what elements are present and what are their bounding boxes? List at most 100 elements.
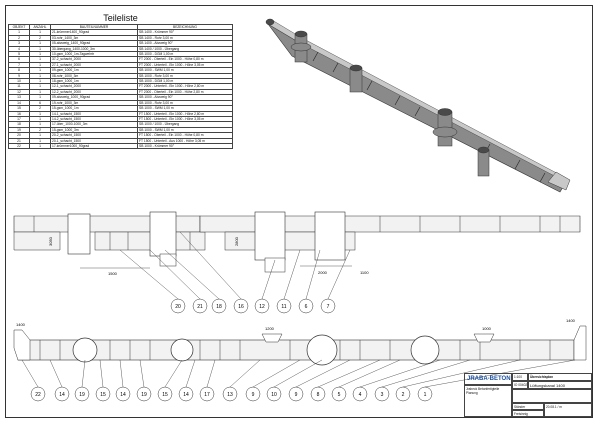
balloon-leader <box>283 249 301 300</box>
balloon-circle <box>288 386 304 402</box>
balloon-leader <box>402 359 521 388</box>
balloon-number: 11 <box>281 304 286 310</box>
iso-pipe-main-top <box>267 19 567 183</box>
balloon-number: 15 <box>162 392 168 398</box>
parts-list-table: OBJEKT ANZAHL BAUTEILNUMMER BEZEICHNUNG … <box>8 23 233 150</box>
item-balloon: 17 <box>199 359 216 402</box>
balloon-leader <box>164 359 183 388</box>
item-balloon: 12 <box>254 259 276 314</box>
balloon-circle <box>30 386 46 402</box>
balloon-leader <box>81 359 86 388</box>
balloon-circle <box>352 386 368 402</box>
item-balloon: 13 <box>222 359 261 402</box>
elevation-shaft-circle-1 <box>72 337 98 363</box>
elevation-dim-1400-left: 1400 <box>16 322 26 327</box>
item-balloon: 9 <box>288 359 351 402</box>
parts-cell-bezeichnung: FT 2000 - Unterteil - Ein 1000 - Höhe 2,… <box>137 83 233 90</box>
item-balloon: 3 <box>374 359 471 402</box>
balloon-number: 3 <box>381 392 384 398</box>
elevation-joints <box>39 340 551 360</box>
parts-list-title: Teileliste <box>103 13 138 23</box>
plan-left-joints <box>33 216 191 250</box>
balloon-number: 9 <box>252 392 255 398</box>
elevation-shaft-circle-3 <box>306 334 338 366</box>
balloon-circle <box>157 386 173 402</box>
item-balloon: 15 <box>157 359 183 402</box>
balloon-leader <box>252 359 301 388</box>
balloon-circle <box>395 386 411 402</box>
parts-cell-bezeichnung: FT 2000 - Unterteil - Ein 1000 - Höhe 3,… <box>137 61 233 69</box>
balloon-number: 17 <box>204 392 210 398</box>
iso-pipe-joints <box>312 51 546 183</box>
company-logo: JRABA-BETON <box>464 373 512 385</box>
balloon-circle <box>170 298 186 314</box>
parts-cell-bezeichnung: FT 1500 - Unterteil - Ein 1000 - Höhe 3,… <box>137 115 233 123</box>
drawing-date: 20.08.1 / m <box>544 403 592 417</box>
balloon-leader <box>305 249 321 300</box>
balloon-leader <box>229 359 261 388</box>
balloon-circle <box>298 298 314 314</box>
plan-right-shaft-1 <box>254 211 286 261</box>
balloon-leader <box>381 359 471 388</box>
balloon-number: 14 <box>120 392 126 398</box>
balloon-leader <box>273 359 323 388</box>
plan-right-pipe <box>199 215 581 233</box>
plan-left-shaft-1 <box>67 213 91 255</box>
balloon-number: 22 <box>35 392 41 398</box>
balloon-number: 18 <box>216 304 222 310</box>
item-balloon: 2 <box>395 359 521 402</box>
plan-right-dim-1100: 1100 <box>360 270 369 275</box>
item-balloon: 15 <box>95 359 111 402</box>
plan-left-shaft-base <box>159 253 177 267</box>
balloon-circle <box>417 386 433 402</box>
balloon-leader <box>338 359 401 388</box>
balloon-circle <box>374 386 390 402</box>
balloon-leader <box>206 359 216 388</box>
balloon-number: 6 <box>305 304 308 310</box>
balloon-circle <box>320 298 336 314</box>
company-name: JRABA-BETON <box>467 376 511 382</box>
item-balloon: 8 <box>310 359 381 402</box>
elevation-dim-1200: 1200 <box>265 326 275 331</box>
elevation-view: 1400 1400 1200 1000 <box>13 318 587 366</box>
item-balloon: 21 <box>149 249 208 314</box>
elevation-elbow-right <box>573 325 587 361</box>
plan-right-shaft-2 <box>314 211 346 261</box>
plan-view-right: 2000 2800 1100 <box>199 211 581 275</box>
balloon-circle <box>331 386 347 402</box>
title-block: JRABA-BETON Jrabeck Betonfertigteile Pla… <box>464 373 592 417</box>
parts-header-bezeichnung: BEZEICHNUNG <box>137 23 233 31</box>
elevation-elbow-left <box>13 329 31 361</box>
iso-shaft-2 <box>349 64 363 93</box>
item-balloon: 18 <box>164 249 227 314</box>
balloon-circle <box>54 386 70 402</box>
balloon-leader <box>179 231 242 300</box>
balloon-circle <box>310 386 326 402</box>
iso-shaft-1 <box>290 30 312 63</box>
parts-cell-bezeichnung: FT 2000 - Oberteil - Ein 1000 - Höhe 0,8… <box>137 56 233 63</box>
balloon-number: 19 <box>141 392 147 398</box>
balloon-leader <box>119 249 179 300</box>
balloon-leader <box>49 359 63 388</box>
balloon-circle <box>136 386 152 402</box>
plan-left-dim-3050: 3050 <box>48 236 53 246</box>
item-balloon: 19 <box>74 359 90 402</box>
balloon-leader <box>149 249 201 300</box>
item-balloon: 16 <box>179 231 249 314</box>
balloon-circle <box>178 386 194 402</box>
parts-cell-bezeichnung: FT 2000 - Oberteil - Ein 1000 - Höhe 2,8… <box>137 88 233 96</box>
item-balloon: 9 <box>245 359 301 402</box>
elevation-pipe <box>17 339 575 361</box>
balloon-number: 5 <box>338 392 341 398</box>
plan-view-left: 1500 3050 <box>13 211 206 276</box>
plan-left-shaft-2 <box>149 211 177 257</box>
item-balloon: 14 <box>49 359 70 402</box>
parts-list-header-row: OBJEKT ANZAHL BAUTEILNUMMER BEZEICHNUNG <box>8 23 233 31</box>
